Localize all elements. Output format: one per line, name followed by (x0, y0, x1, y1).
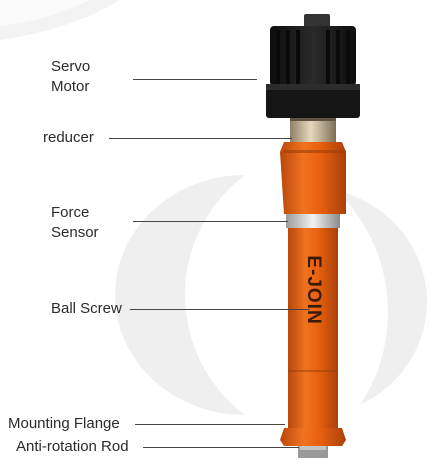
leader-ball-screw (130, 309, 310, 310)
mounting-flange (280, 428, 346, 446)
label-servo-motor-line1: Servo (51, 58, 91, 75)
label-reducer: reducer (43, 129, 94, 146)
label-servo-motor: Servo Motor (51, 57, 90, 97)
brand-text: E-JOIN (303, 255, 324, 325)
label-force-sensor-line1: Force (51, 204, 90, 221)
servo-motor (266, 14, 360, 118)
ball-screw-tube (288, 228, 338, 430)
label-servo-motor-line2: Motor (51, 78, 90, 95)
label-anti-rotation-rod: Anti-rotation Rod (16, 438, 129, 455)
leader-reducer (109, 138, 292, 139)
label-force-sensor-line2: Sensor (51, 224, 99, 241)
label-force-sensor: Force Sensor (51, 203, 99, 243)
leader-servo-motor (133, 79, 257, 80)
force-sensor-ring (286, 214, 340, 228)
upper-housing (280, 142, 346, 214)
reducer (290, 118, 336, 142)
leader-mounting-flange (135, 424, 285, 425)
leader-force-sensor (133, 221, 288, 222)
brand-logo: E-JOIN (302, 255, 324, 324)
leader-anti-rotation-rod (143, 447, 299, 448)
background-circle (115, 175, 245, 415)
label-mounting-flange: Mounting Flange (8, 415, 120, 432)
label-ball-screw: Ball Screw (51, 300, 122, 317)
